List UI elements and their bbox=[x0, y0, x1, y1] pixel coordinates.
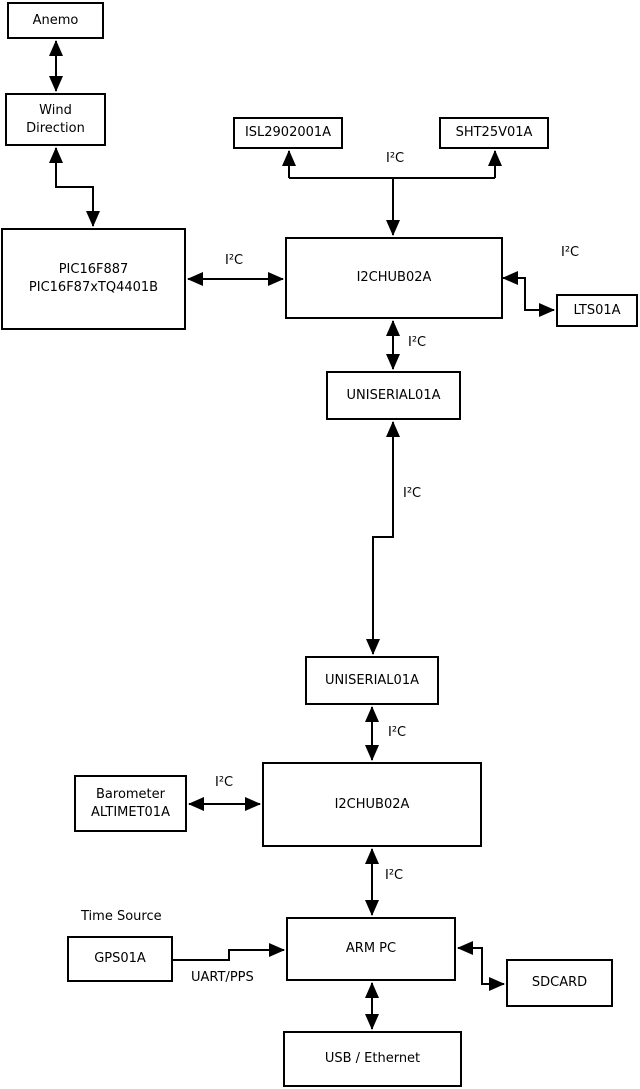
edge-label-i2c-pic-hub1: I²C bbox=[225, 253, 244, 268]
edge-label-i2c-uni1-uni2: I²C bbox=[403, 486, 422, 501]
edge-label-i2c-hub1-lts: I²C bbox=[561, 245, 580, 260]
edge-label-time-source: Time Source bbox=[81, 909, 162, 924]
node-sht25v01a: SHT25V01A bbox=[439, 117, 549, 149]
edge-armpc-sdcard bbox=[457, 941, 505, 991]
edge-label-i2c-hub1-uni1: I²C bbox=[408, 335, 427, 350]
edge-label-i2c-uni2-hub2: I²C bbox=[388, 725, 407, 740]
edge-label-uart-pps: UART/PPS bbox=[191, 970, 254, 985]
edge-label-i2c-hub2-armpc: I²C bbox=[385, 868, 404, 883]
edge-label-i2c-baro-hub2: I²C bbox=[215, 775, 234, 790]
edge-label-i2c-top-bus: I²C bbox=[386, 151, 405, 166]
node-pic16f887: PIC16F887 PIC16F87xTQ4401B bbox=[1, 228, 186, 330]
node-usb-ethernet: USB / Ethernet bbox=[283, 1031, 462, 1087]
node-i2chub02a-lower: I2CHUB02A bbox=[262, 762, 482, 847]
node-uniserial01a-lower: UNISERIAL01A bbox=[305, 656, 439, 705]
node-i2chub02a-upper: I2CHUB02A bbox=[285, 237, 503, 319]
edge-uniserial1-uniserial2 bbox=[366, 421, 400, 655]
edge-gps-armpc bbox=[173, 943, 285, 961]
node-sdcard: SDCARD bbox=[506, 959, 613, 1007]
node-lts01a: LTS01A bbox=[556, 294, 638, 327]
node-anemo: Anemo bbox=[7, 2, 104, 39]
node-barometer-altimet01a: Barometer ALTIMET01A bbox=[74, 775, 187, 832]
edge-hub1-lts bbox=[502, 271, 555, 317]
node-isl2902001a: ISL2902001A bbox=[233, 117, 343, 149]
node-arm-pc: ARM PC bbox=[286, 917, 456, 981]
node-uniserial01a-upper: UNISERIAL01A bbox=[326, 371, 461, 420]
node-gps01a: GPS01A bbox=[67, 936, 173, 982]
node-wind-direction: Wind Direction bbox=[5, 93, 106, 146]
edge-winddirection-pic bbox=[49, 147, 100, 227]
